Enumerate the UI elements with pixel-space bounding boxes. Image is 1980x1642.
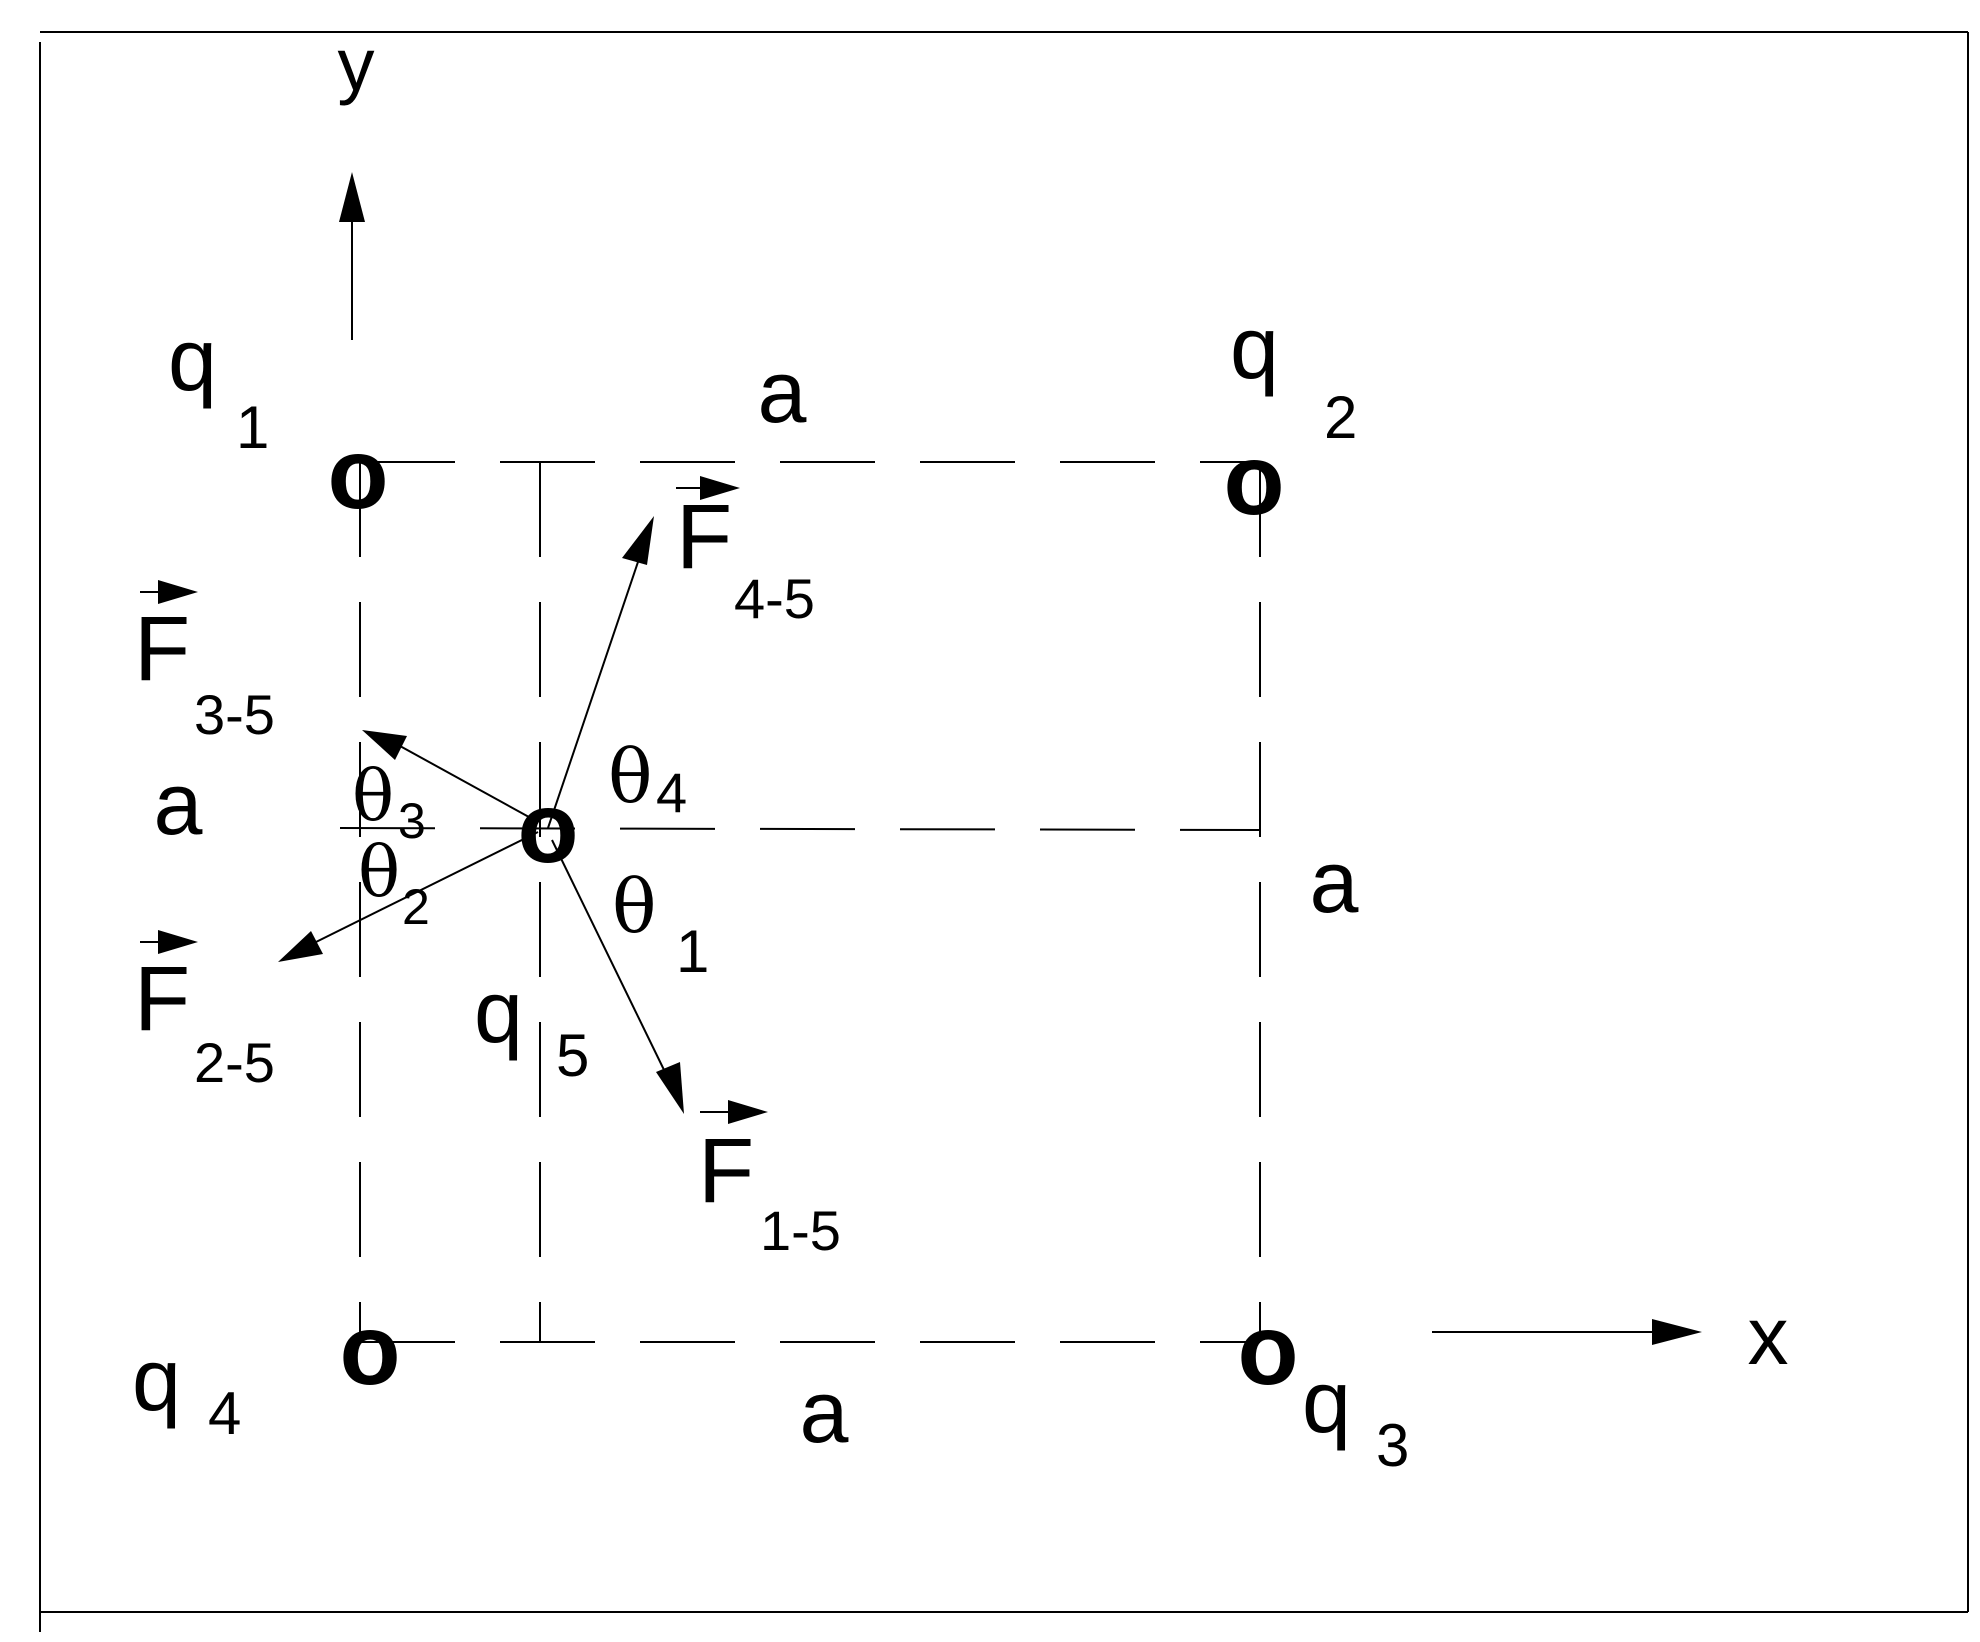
force-f3-5-label: F 3-5 bbox=[134, 598, 275, 746]
angle-theta4-label: θ 4 bbox=[608, 734, 687, 824]
angle-theta2-label: θ 2 bbox=[358, 831, 430, 935]
force-f3-5-arrow bbox=[362, 730, 539, 823]
y-axis-arrow bbox=[339, 172, 365, 340]
force-f2-5-label: F 2-5 bbox=[134, 948, 275, 1094]
charge-q2-marker: o bbox=[1223, 424, 1284, 536]
figure-frame bbox=[39, 31, 1969, 1632]
svg-text:3: 3 bbox=[1376, 1412, 1409, 1479]
svg-text:q: q bbox=[474, 962, 523, 1061]
svg-text:2: 2 bbox=[1324, 384, 1357, 451]
charges: o o o o o bbox=[327, 418, 1298, 1406]
charge-q1-marker: o bbox=[327, 418, 388, 530]
svg-text:q: q bbox=[168, 310, 217, 409]
x-axis-arrow bbox=[1432, 1319, 1702, 1345]
svg-text:3: 3 bbox=[398, 793, 426, 849]
vector-overline-marks bbox=[140, 476, 768, 1124]
svg-text:q: q bbox=[1230, 298, 1279, 397]
angle-theta3-label: θ 3 bbox=[352, 755, 426, 849]
y-axis-label: y bbox=[338, 23, 375, 106]
svg-text:F: F bbox=[134, 598, 190, 700]
svg-text:F: F bbox=[676, 486, 732, 588]
charge-q4-label: q 4 bbox=[132, 1330, 241, 1447]
svg-text:5: 5 bbox=[556, 1022, 589, 1089]
svg-text:θ: θ bbox=[352, 755, 394, 837]
charge-q5-label: q 5 bbox=[474, 962, 589, 1089]
force-f1-5-label: F 1-5 bbox=[698, 1120, 841, 1262]
side-label-right: a bbox=[1310, 832, 1359, 931]
charge-q4-marker: o bbox=[339, 1294, 400, 1406]
force-f1-5-arrow bbox=[551, 839, 684, 1114]
charge-q3-label: q 3 bbox=[1302, 1352, 1409, 1479]
svg-text:1: 1 bbox=[676, 918, 709, 985]
svg-text:θ: θ bbox=[608, 734, 653, 820]
svg-text:θ: θ bbox=[358, 831, 400, 913]
svg-text:2: 2 bbox=[402, 879, 430, 935]
side-label-bottom: a bbox=[800, 1362, 849, 1461]
svg-text:2-5: 2-5 bbox=[194, 1031, 275, 1094]
svg-text:4: 4 bbox=[656, 761, 687, 824]
x-axis-label: x bbox=[1748, 1291, 1789, 1382]
force-f2-5-arrow bbox=[278, 831, 539, 962]
charge-q1-label: q 1 bbox=[168, 310, 269, 461]
svg-text:4: 4 bbox=[208, 1380, 241, 1447]
svg-text:1: 1 bbox=[236, 394, 269, 461]
square-outline bbox=[339, 461, 1261, 1343]
force-f4-5-arrow bbox=[547, 516, 654, 829]
force-vectors bbox=[278, 516, 684, 1114]
side-label-top: a bbox=[758, 342, 807, 441]
force-f4-5-label: F 4-5 bbox=[676, 486, 815, 630]
svg-text:F: F bbox=[698, 1120, 754, 1222]
svg-text:3-5: 3-5 bbox=[194, 683, 275, 746]
svg-text:F: F bbox=[134, 948, 190, 1050]
svg-text:q: q bbox=[1302, 1352, 1351, 1451]
svg-text:1-5: 1-5 bbox=[760, 1199, 841, 1262]
side-label-left: a bbox=[154, 754, 203, 853]
svg-text:q: q bbox=[132, 1330, 181, 1429]
svg-text:4-5: 4-5 bbox=[734, 567, 815, 630]
angle-theta1-label: θ 1 bbox=[612, 864, 709, 985]
svg-text:θ: θ bbox=[612, 864, 657, 950]
charge-q2-label: q 2 bbox=[1230, 298, 1357, 451]
charge-q3-marker: o bbox=[1237, 1294, 1298, 1406]
